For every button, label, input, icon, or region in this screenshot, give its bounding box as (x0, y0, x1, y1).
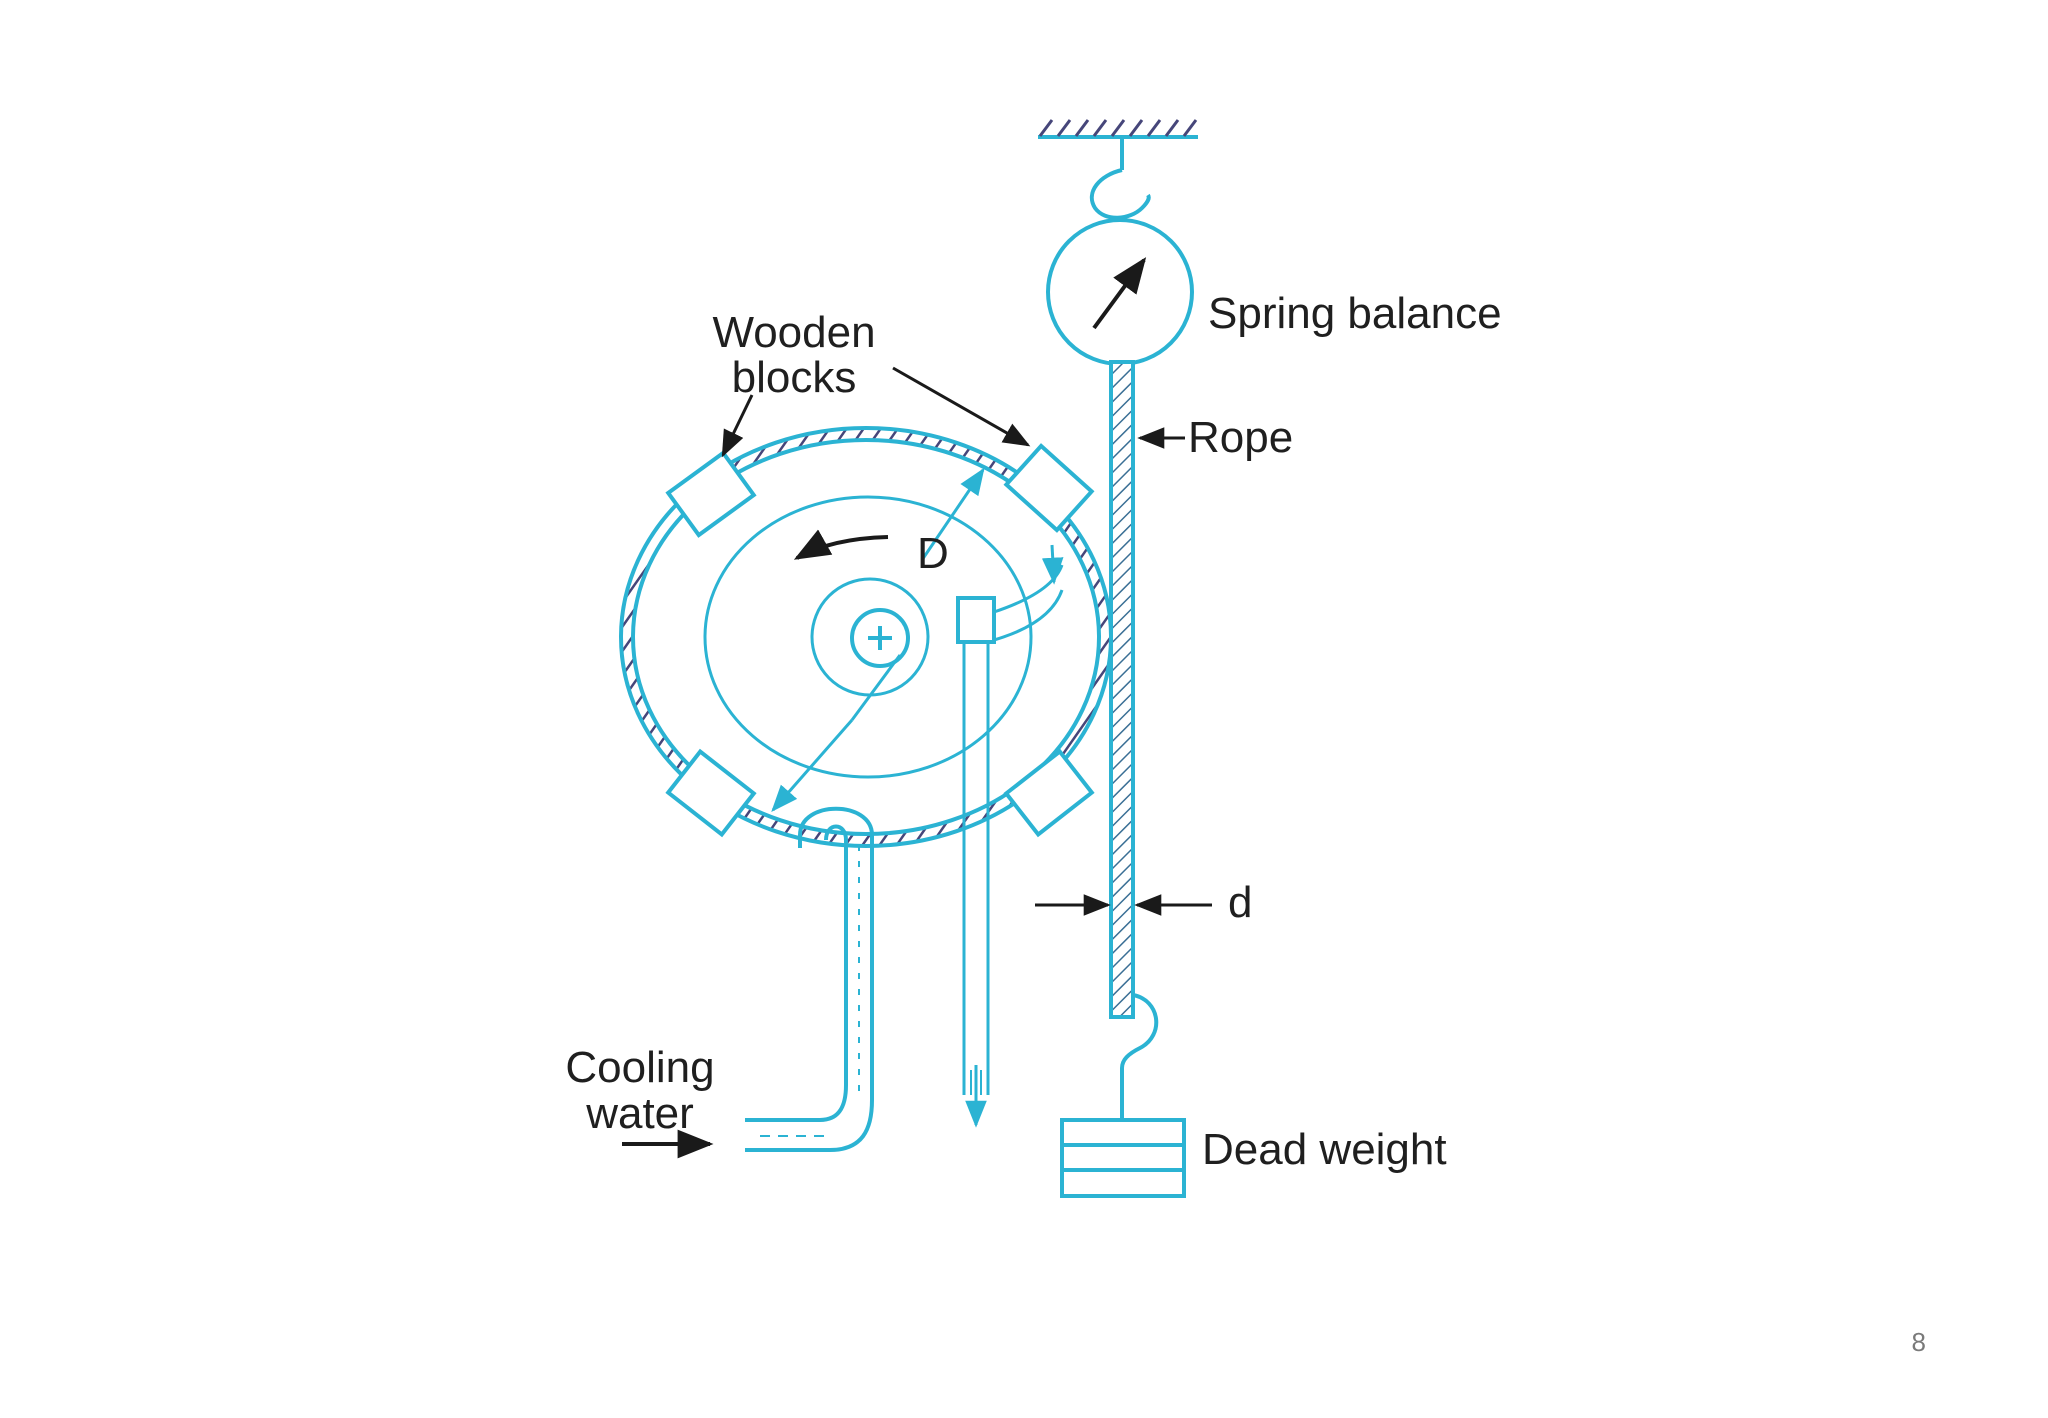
top-hook (1089, 168, 1151, 220)
spring-balance (1046, 218, 1194, 366)
rope-label: Rope (1188, 413, 1293, 462)
rope (1109, 360, 1135, 1019)
water-outlet-pipe (956, 596, 996, 1128)
spring-balance-needle (1092, 257, 1147, 330)
shaft (850, 608, 910, 668)
bottom-hook (1120, 993, 1159, 1069)
wooden-blocks-label-line2: blocks (732, 353, 857, 402)
dead-weight (1060, 1118, 1186, 1198)
wooden-blocks-label-line1: Wooden (712, 308, 875, 357)
wooden-blocks-leader-left (721, 394, 754, 458)
dead-weight-label: Dead weight (1202, 1125, 1447, 1174)
drum-diameter-label: D (917, 529, 949, 578)
ceiling-support (1038, 119, 1198, 170)
spring-balance-label: Spring balance (1208, 289, 1502, 338)
wooden-blocks (665, 443, 1095, 838)
cooling-water-label-line2: water (585, 1089, 694, 1138)
wooden-block (665, 748, 757, 838)
rope-diameter-label: d (1228, 878, 1252, 927)
wooden-block (1003, 748, 1095, 838)
page-number: 8 (1911, 1327, 1926, 1357)
wooden-block (1003, 443, 1095, 533)
wooden-block (665, 450, 757, 538)
drum-diameter-dimension (771, 719, 854, 813)
cooling-water-inlet-pipe (745, 806, 874, 1152)
rotation-arrow (793, 529, 889, 560)
wooden-blocks-leader-right (892, 366, 1031, 447)
drum-inner-rim (703, 495, 1033, 779)
cooling-water-label-line1: Cooling (565, 1043, 714, 1092)
